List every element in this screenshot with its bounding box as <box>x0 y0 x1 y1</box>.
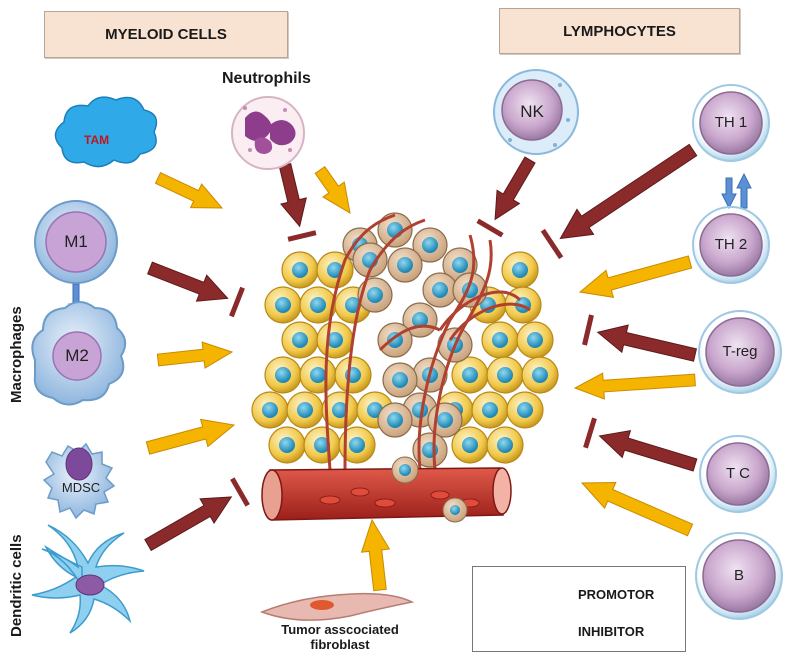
treg-inhibitor-arrow <box>582 314 698 362</box>
invasive-tumor-cell-nucleus <box>452 257 468 273</box>
tumor-cell-nucleus <box>492 332 508 348</box>
tumor-cell-nucleus <box>297 402 313 418</box>
tumor-cell-nucleus <box>262 402 278 418</box>
invasive-tumor-cell-nucleus <box>392 372 408 388</box>
tumor-cells-tan <box>342 212 488 468</box>
legend-inhibitor-label: INHIBITOR <box>578 624 645 639</box>
invasive-tumor-cell-nucleus <box>437 412 453 428</box>
fibroblast-label-line1: Tumor asscociated <box>281 622 399 637</box>
interaction-arrows <box>68 143 752 592</box>
b-label: B <box>733 567 744 584</box>
tumor-cell-nucleus <box>275 297 291 313</box>
b-cell <box>695 532 783 620</box>
tumor-cell-nucleus <box>512 262 528 278</box>
fibroblast-cell <box>259 592 415 621</box>
nk-label: NK <box>520 102 544 121</box>
exchange-arrow <box>721 177 737 210</box>
m2-label: M2 <box>65 346 89 365</box>
m1-macrophage <box>34 200 118 284</box>
tumor-cell-nucleus <box>310 297 326 313</box>
th2-label: TH 2 <box>714 236 748 253</box>
neutrophil-cell <box>231 96 305 170</box>
nk-cell <box>493 69 579 155</box>
legend: PROMOTOR INHIBITOR <box>472 566 686 652</box>
th1-cell <box>692 84 770 162</box>
dendritic-cell <box>31 524 145 634</box>
tumor-vasculature <box>324 213 531 471</box>
fibroblast-label-line2: fibroblast <box>310 637 370 652</box>
m1-label: M1 <box>64 232 88 251</box>
fibroblast-label: Tumor asscociated fibroblast <box>262 622 418 652</box>
invasive-tumor-cell-nucleus <box>412 312 428 328</box>
tumor-cell-nucleus <box>279 437 295 453</box>
dendritic-inhibitor-arrow <box>144 477 250 552</box>
tumor-cell-nucleus <box>310 367 326 383</box>
tam-cell <box>54 96 158 168</box>
myeloid-header: MYELOID CELLS <box>44 11 288 58</box>
b-promotor-arrow <box>580 481 694 537</box>
th2-promotor-arrow <box>578 255 693 299</box>
invasive-tumor-cell-nucleus <box>367 287 383 303</box>
th1-inhibitor-arrow <box>540 143 698 260</box>
invasive-tumor-cell-nucleus <box>422 442 438 458</box>
tc-inhibitor-arrow <box>583 417 698 472</box>
invasive-tumor-cell-nucleus <box>387 412 403 428</box>
neutrophil-inhibitor-arrow <box>278 163 317 242</box>
lymphocytes-header: LYMPHOCYTES <box>499 8 740 54</box>
tumor-mass <box>251 212 559 523</box>
th2-cell <box>692 206 770 284</box>
legend-promotor-label: PROMOTOR <box>578 587 655 602</box>
mdsc-promotor-arrow <box>145 418 236 455</box>
tumor-cell-nucleus <box>462 437 478 453</box>
macrophages-group-label: Macrophages <box>8 306 25 403</box>
tumor-cell-nucleus <box>327 332 343 348</box>
tumor-cell-nucleus <box>532 367 548 383</box>
nk-inhibitor-arrow <box>476 156 536 238</box>
invasive-tumor-cell-nucleus <box>397 257 413 273</box>
mdsc-cell <box>42 442 116 520</box>
tumor-cell-nucleus <box>497 367 513 383</box>
invasive-tumor-cell-nucleus <box>432 282 448 298</box>
tumor-cell-nucleus <box>527 332 543 348</box>
tumor-cell-nucleus <box>349 437 365 453</box>
blood-vessel <box>261 456 512 523</box>
tumor-cell-nucleus <box>292 262 308 278</box>
tumor-cell-nucleus <box>292 332 308 348</box>
tumor-cell-nucleus <box>314 437 330 453</box>
m2-promotor-arrow <box>156 341 234 369</box>
tumor-cell-nucleus <box>497 437 513 453</box>
dendritic-group-label: Dendritic cells <box>8 534 25 637</box>
exchange-arrow <box>736 172 752 209</box>
mdsc-label: MDSC <box>61 480 101 495</box>
treg-cell <box>698 310 782 394</box>
tc-cell <box>699 435 777 513</box>
tc-label: T C <box>726 465 750 482</box>
treg-promotor-arrow <box>573 372 696 400</box>
tumor-cell-nucleus <box>517 402 533 418</box>
fibroblast-promotor-arrow <box>360 518 391 592</box>
neutrophil-promotor-arrow <box>314 165 351 214</box>
m1-inhibitor-arrow <box>147 261 245 318</box>
m2-macrophage <box>31 301 127 406</box>
tumor-cells-yellow <box>251 251 559 464</box>
tumor-cell-nucleus <box>462 367 478 383</box>
tam-promotor-arrow <box>154 172 224 209</box>
myeloid-header-text: MYELOID CELLS <box>105 26 227 43</box>
neutrophils-label: Neutrophils <box>222 70 311 87</box>
tumor-cell-nucleus <box>482 402 498 418</box>
invasive-tumor-cell-nucleus <box>422 237 438 253</box>
lymphocytes-header-text: LYMPHOCYTES <box>563 22 676 40</box>
tumor-cell-nucleus <box>275 367 291 383</box>
treg-label: T-reg <box>722 343 758 360</box>
tam-label: TAM <box>84 133 110 147</box>
th1-label: TH 1 <box>714 114 748 131</box>
tumor-cell-nucleus <box>332 402 348 418</box>
